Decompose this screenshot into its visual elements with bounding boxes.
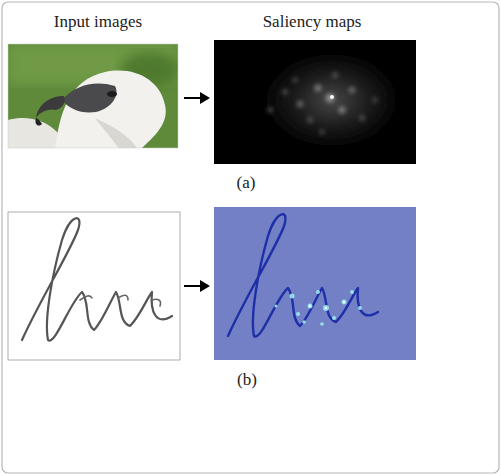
arrow [184,280,210,292]
column-heading: Saliency maps [263,12,362,32]
panel-label: (a) [237,173,256,193]
vulture-photo [8,44,178,148]
saliency-map-dark [214,40,416,164]
arrow [184,92,210,104]
column-heading: Input images [54,12,142,32]
panel-label: (b) [237,370,257,390]
handwriting-image [8,212,180,360]
saliency-map-blue [214,207,416,360]
